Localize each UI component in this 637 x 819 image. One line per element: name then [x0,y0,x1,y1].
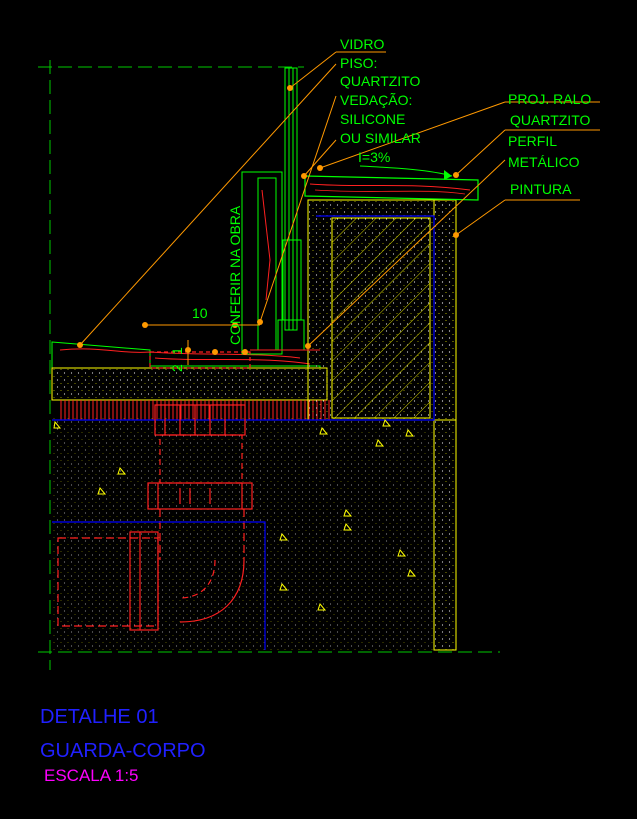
wall-section [52,199,457,651]
detail-scale: ESCALA 1:5 [44,766,139,785]
leader-lines [79,51,600,365]
label-quartzito: QUARTZITO [340,73,420,89]
label-perfil: PERFIL [508,133,557,149]
detail-number: DETALHE 01 [40,706,159,728]
metal-profile [241,171,320,355]
drain-pipe [57,351,253,631]
concrete-base [52,418,434,650]
slab-outline [52,521,266,650]
label-ou-similar: OU SIMILAR [340,130,421,146]
dimension-10: 10 [192,305,208,321]
dimension-2: 2 [169,364,185,372]
floor-finish [51,341,330,420]
label-piso: PISO: [340,55,377,71]
leader-dots [77,85,459,355]
label-slope: I=3% [358,149,390,165]
slope-arrowhead [444,170,452,180]
coping-cap [304,175,479,201]
slope-arrow [359,165,453,177]
label-silicone: SILICONE [340,111,405,127]
label-quartzito-right: QUARTZITO [510,112,590,128]
detail-name: GUARDA-CORPO [40,740,206,762]
aggregate-marks [53,418,417,611]
label-vedacao: VEDAÇÃO: [340,92,412,108]
reference-lines [38,60,500,670]
label-metalico: METÁLICO [508,154,580,170]
label-pintura: PINTURA [510,181,572,197]
label-conferir: CONFERIR NA OBRA [227,205,243,345]
label-proj-ralo: PROJ. RALO [508,91,591,107]
label-vidro: VIDRO [340,36,384,52]
dimension-1: 1 [169,347,185,355]
